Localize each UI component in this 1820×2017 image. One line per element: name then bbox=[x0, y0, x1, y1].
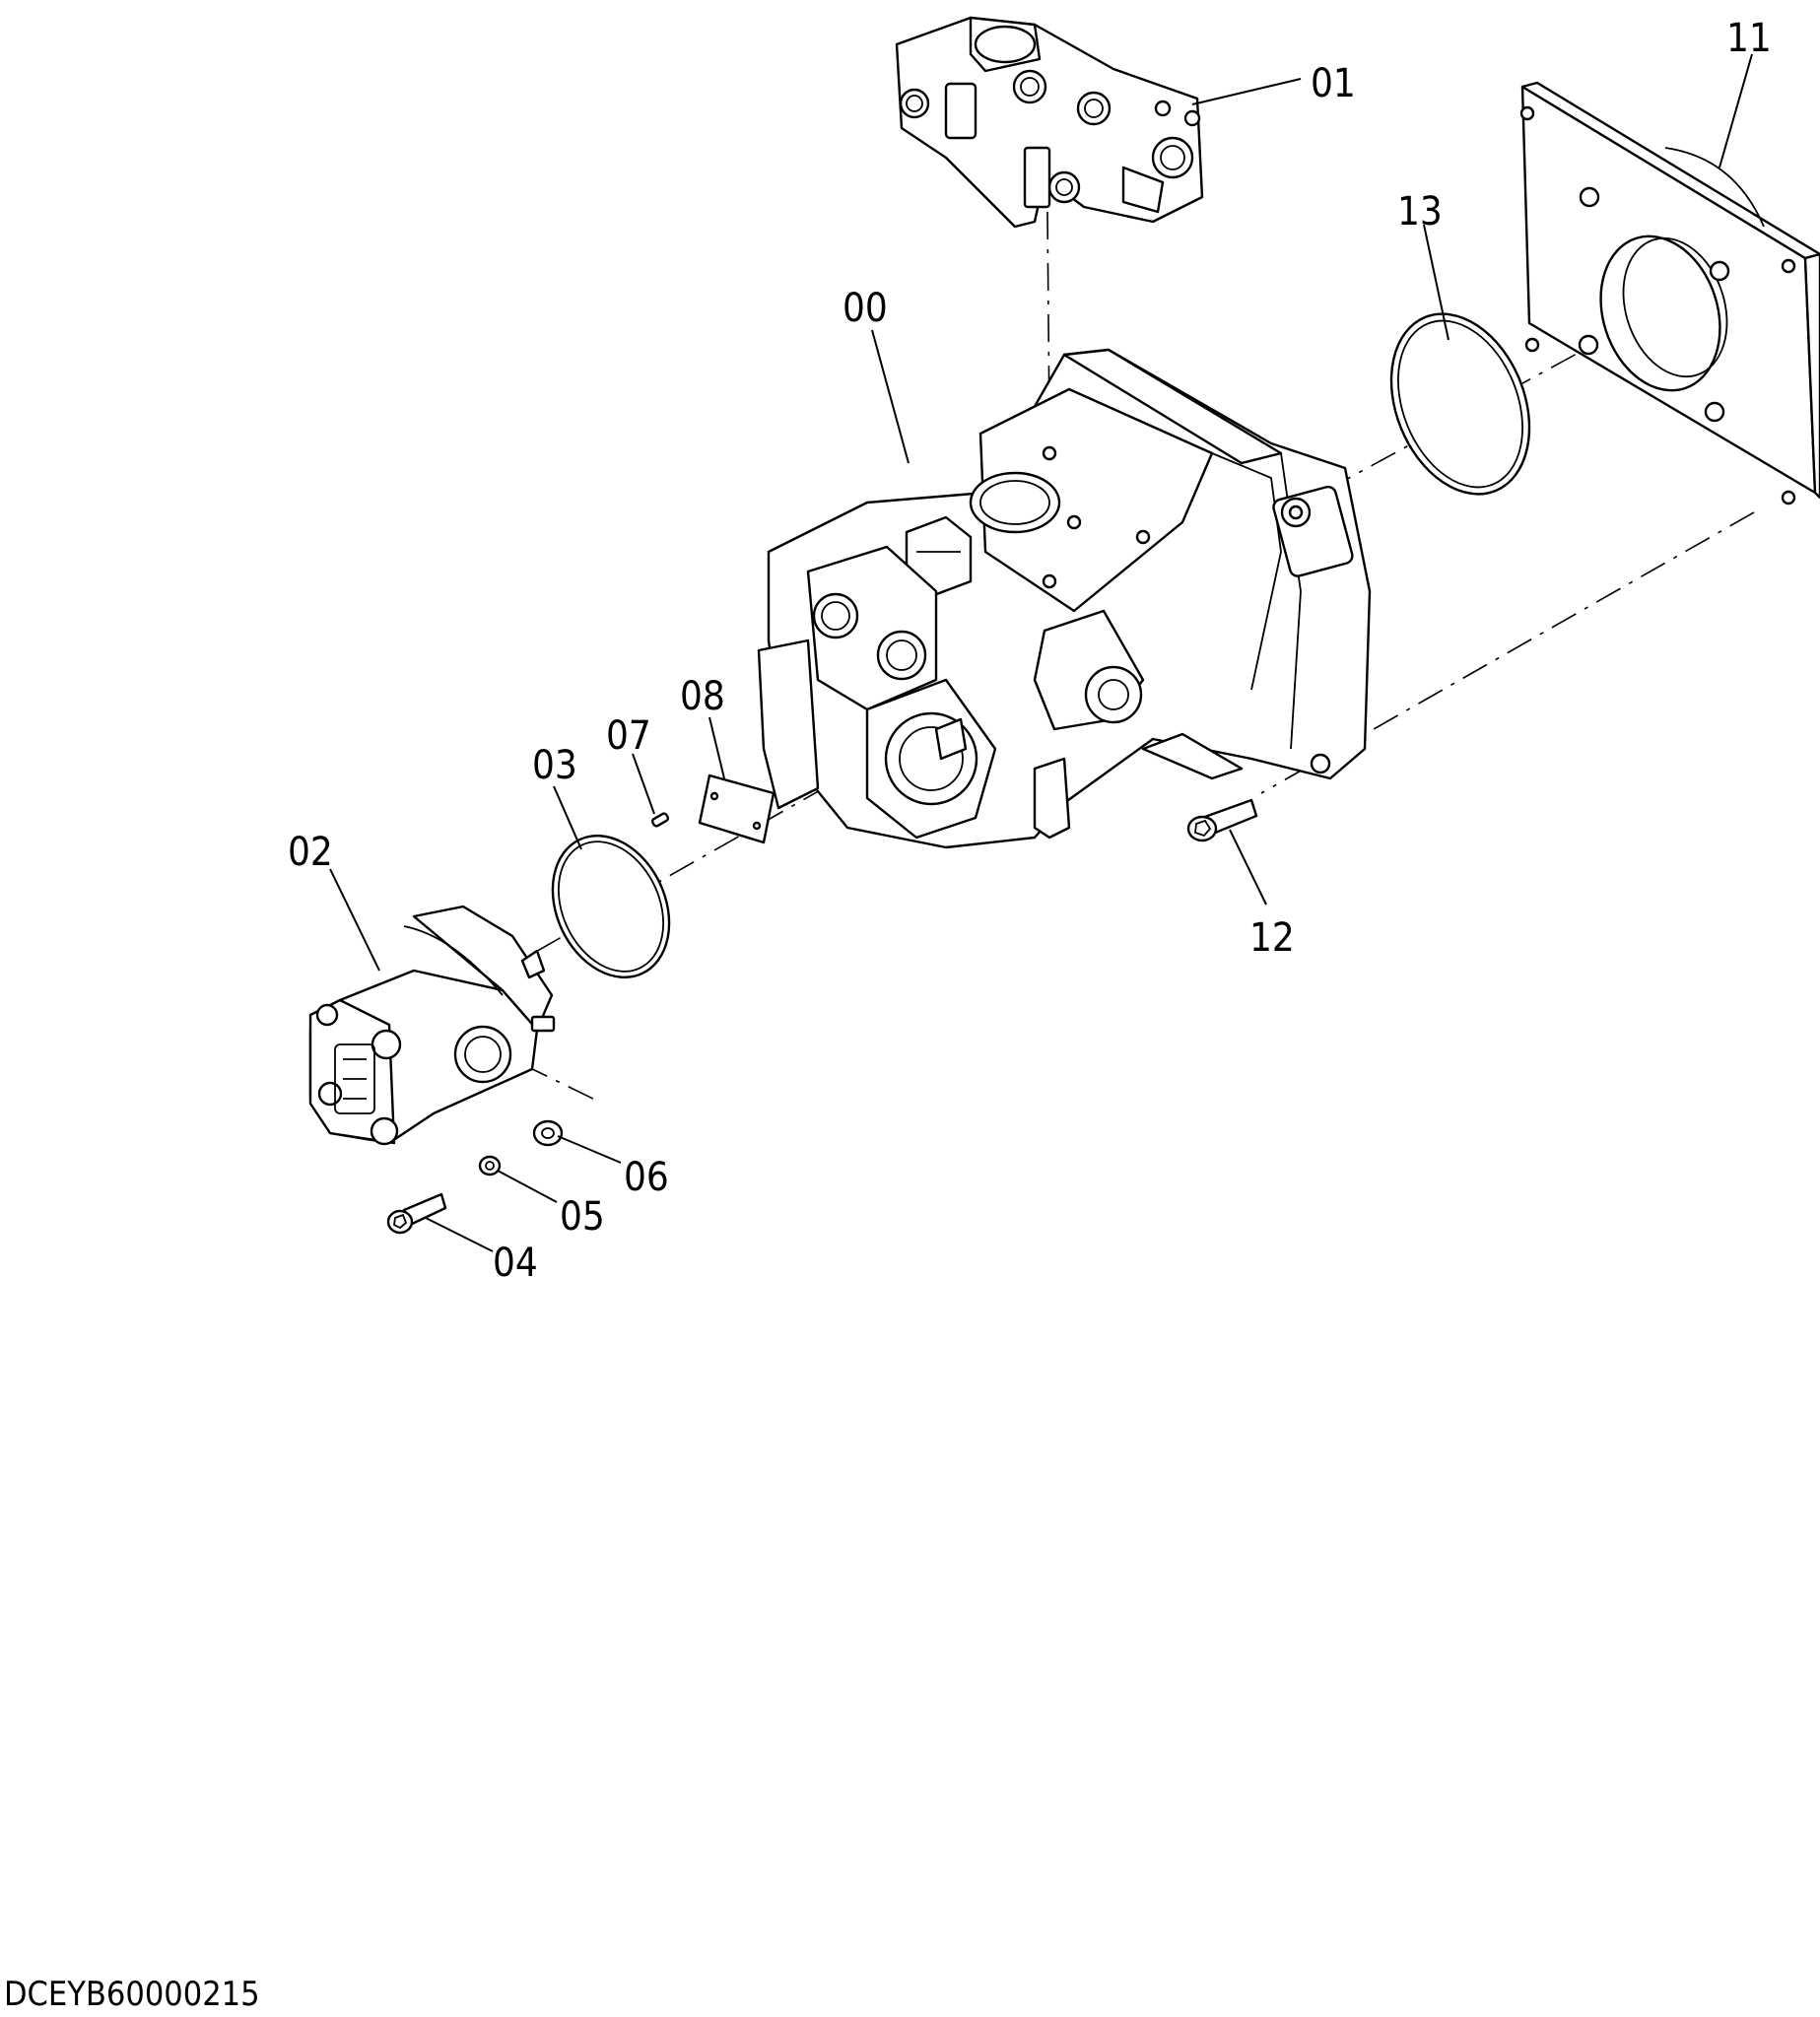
callout-01: 01 bbox=[1311, 61, 1356, 106]
axis-pump-bolt bbox=[521, 1063, 600, 1103]
callout-11: 11 bbox=[1726, 16, 1772, 61]
pin-07 bbox=[650, 812, 670, 828]
control-valve-01 bbox=[895, 16, 1204, 229]
main-pump-body-00 bbox=[757, 348, 1372, 849]
callout-02: 02 bbox=[288, 830, 333, 875]
leader-01 bbox=[1191, 78, 1302, 105]
socket-bolt-04 bbox=[386, 1192, 447, 1235]
spring-washer-05 bbox=[478, 1155, 502, 1177]
leader-03 bbox=[553, 785, 582, 850]
document-id: DCEYB60000215 bbox=[4, 1975, 260, 2014]
leader-12 bbox=[1229, 829, 1267, 906]
leader-02 bbox=[329, 868, 380, 972]
callout-00: 00 bbox=[843, 286, 888, 331]
gear-pump-02 bbox=[308, 905, 556, 1146]
callout-13: 13 bbox=[1397, 189, 1443, 235]
leader-11 bbox=[1719, 53, 1753, 168]
gasket-plate-08 bbox=[698, 773, 775, 844]
callout-04: 04 bbox=[493, 1241, 538, 1286]
socket-bolt-12 bbox=[1186, 798, 1258, 842]
leader-13 bbox=[1423, 224, 1449, 341]
callout-07: 07 bbox=[606, 713, 651, 759]
callout-08: 08 bbox=[680, 674, 725, 719]
callout-12: 12 bbox=[1249, 915, 1295, 961]
leader-04 bbox=[425, 1217, 494, 1252]
callout-06: 06 bbox=[624, 1155, 669, 1200]
leader-00 bbox=[871, 329, 910, 464]
leader-06 bbox=[557, 1135, 622, 1164]
leader-07 bbox=[632, 753, 655, 815]
washer-06 bbox=[532, 1119, 564, 1147]
o-ring-13 bbox=[1389, 312, 1531, 496]
leader-08 bbox=[708, 716, 725, 779]
mounting-flange-11 bbox=[1519, 81, 1820, 505]
o-ring-03 bbox=[551, 834, 671, 979]
leader-05 bbox=[497, 1170, 558, 1203]
callout-03: 03 bbox=[532, 743, 577, 788]
callout-05: 05 bbox=[560, 1194, 605, 1240]
